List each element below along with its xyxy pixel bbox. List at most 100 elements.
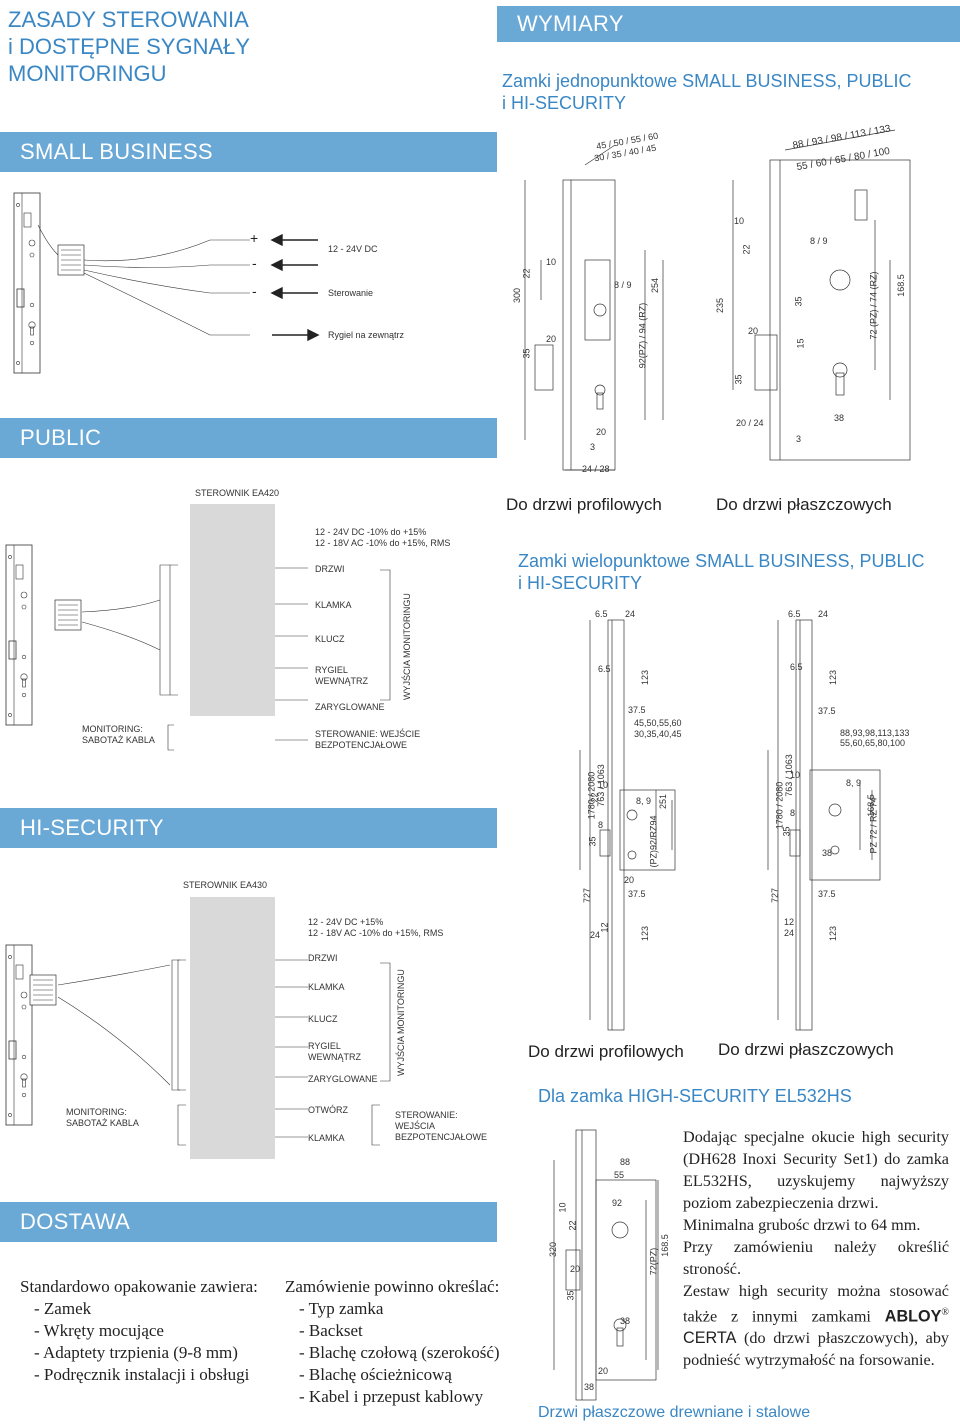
- hisec-controller-box: [190, 897, 275, 1159]
- public-monitoring-outputs: WYJŚCIA MONITORINGU: [402, 593, 412, 700]
- public-band: PUBLIC: [0, 418, 497, 458]
- sp-right-22: 22: [741, 244, 752, 255]
- dostawa-right-title: Zamówienie powinno określać:: [285, 1277, 500, 1296]
- sp-left-10: 10: [546, 257, 557, 267]
- mp-left-89: 8, 9: [636, 796, 652, 806]
- mp-right-35: 35: [781, 826, 792, 837]
- mp-left-65: 6.5: [595, 609, 608, 619]
- connector-icon: [29, 974, 57, 1006]
- certa-brand: CERTA: [683, 1329, 737, 1348]
- sp-right-89: 8 / 9: [810, 236, 828, 246]
- main-title: ZASADY STEROWANIA i DOSTĘPNE SYGNAŁY MON…: [8, 7, 251, 86]
- dostawa-left-item: - Adaptety trzpienia (9-8 mm): [34, 1343, 238, 1362]
- mp-left-375b: 37.5: [628, 889, 646, 899]
- dostawa-right-item: - Kabel i przepust kablowy: [299, 1387, 484, 1406]
- mp-right-38: 38: [822, 848, 833, 858]
- small-business-diagram: [13, 192, 320, 374]
- sp-right-2024: 20 / 24: [736, 418, 764, 428]
- sp-left-35: 35: [521, 348, 532, 359]
- mp-right-w2: 55,60,65,80,100: [840, 738, 906, 748]
- el-72: 72(PZ): [648, 1247, 659, 1276]
- mp-left-24: 24: [625, 609, 636, 619]
- el-38: 38: [620, 1316, 631, 1326]
- connector-icon: [57, 244, 85, 276]
- mp-right-123b: 123: [828, 925, 839, 942]
- sp-right-20: 20: [748, 326, 759, 336]
- mp-right-89: 8, 9: [846, 778, 862, 788]
- sp-left-300: 300: [512, 287, 523, 304]
- el532-drawing: [553, 1129, 659, 1401]
- sb-label-bolt: Rygiel na zewnątrz: [328, 330, 405, 340]
- el532-caption: Drzwi płaszczowe drewniane i stalowe: [538, 1404, 811, 1421]
- multi-point-drawings: [579, 619, 881, 1031]
- mp-left-24b: 24: [590, 930, 601, 940]
- el532-paragraph: Dodając specjalne okucie high security (…: [683, 1126, 949, 1371]
- hisec-item-handle: KLAMKA: [308, 982, 345, 992]
- el532-p4: Zestaw high security można stosować takż…: [683, 1282, 950, 1370]
- dostawa-right-item: - Typ zamka: [299, 1299, 384, 1318]
- sp-right-35a: 35: [793, 296, 804, 307]
- el-320: 320: [548, 1241, 559, 1258]
- public-supply: 12 - 24V DC -10% do +15% 12 - 18V AC -10…: [315, 527, 451, 548]
- el532-p3: Przy zamówieniu należy określić stroność…: [683, 1238, 949, 1278]
- el-1685: 168.5: [659, 1234, 670, 1257]
- mp-label-flush: Do drzwi płaszczowych: [718, 1040, 894, 1059]
- wymiary-band: WYMIARY: [497, 6, 960, 42]
- sp-left-92: 92(PZ) / 94 (RZ): [637, 302, 648, 369]
- sp-left-254: 254: [650, 277, 661, 294]
- sp-right-3: 3: [796, 434, 802, 444]
- hisec-item-key: KLUCZ: [308, 1014, 338, 1024]
- dostawa-left-item: - Zamek: [34, 1299, 92, 1318]
- dostawa-left-title: Standardowo opakowanie zawiera:: [20, 1277, 258, 1296]
- mp-right-w1: 88,93,98,113,133: [840, 728, 910, 738]
- sp-left-2428: 24 / 28: [582, 464, 610, 474]
- hisec-monitoring-tamper: MONITORING: SABOTAŻ KABLA: [66, 1107, 139, 1128]
- hisec-monitoring-outputs: WYJŚCIA MONITORINGU: [396, 969, 406, 1076]
- el-92: 92: [612, 1198, 623, 1208]
- hisec-control-inputs: STEROWANIE: WEJŚCIA BEZPOTENCJAŁOWE: [395, 1110, 488, 1142]
- mp-left-251: 251: [658, 793, 669, 810]
- dostawa-band: DOSTAWA: [0, 1202, 497, 1242]
- dostawa-right-item: - Blachę czołową (szerokość): [299, 1343, 500, 1362]
- sp-right-1685: 168.5: [895, 274, 906, 297]
- sb-label-control: Sterowanie: [328, 288, 374, 298]
- sp-right-235: 235: [715, 297, 726, 314]
- hisec-supply: 12 - 24V DC +15% 12 - 18V AC -10% do +15…: [308, 917, 444, 938]
- lock-icon: [5, 544, 33, 726]
- sp-right-35b: 35: [733, 374, 744, 385]
- public-controller-box: [190, 504, 275, 716]
- mp-right-375: 37.5: [818, 706, 836, 716]
- el-20b: 20: [598, 1366, 609, 1376]
- sp-label-profile: Do drzwi profilowych: [506, 495, 662, 514]
- sp-label-flush: Do drzwi płaszczowych: [716, 495, 892, 514]
- hisec-controller-label: STEROWNIK EA430: [183, 880, 268, 890]
- mp-right-375b: 37.5: [818, 889, 836, 899]
- dostawa-left: Standardowo opakowanie zawiera: - Zamek …: [20, 1276, 258, 1386]
- sp-left-22: 22: [521, 268, 532, 279]
- sp-right-38: 38: [834, 413, 845, 423]
- mp-left-10: 10: [598, 780, 609, 790]
- public-item-locked: ZARYGLOWANE: [315, 702, 385, 712]
- registered-mark: ®: [941, 1307, 950, 1318]
- public-controller-label: STEROWNIK EA420: [195, 488, 280, 498]
- mp-right-8: 8: [790, 808, 796, 818]
- hisec-item-door: DRZWI: [308, 953, 338, 963]
- hisec-item-locked: ZARYGLOWANE: [308, 1074, 378, 1084]
- mp-left-65b: 6.5: [598, 664, 611, 674]
- mp-left-92: (PZ)92/RZ94: [648, 815, 659, 868]
- el-88: 88: [620, 1157, 631, 1167]
- sp-left-20: 20: [546, 334, 557, 344]
- mp-right-1685: 168.5: [865, 794, 876, 817]
- hi-security-band: HI-SECURITY: [0, 808, 497, 848]
- hisec-output-handle: KLAMKA: [308, 1133, 345, 1143]
- small-business-band: SMALL BUSINESS: [0, 132, 497, 172]
- mp-left-123b: 123: [640, 925, 651, 942]
- mp-right-24b: 24: [784, 928, 795, 938]
- dostawa-left-item: - Podręcznik instalacji i obsługi: [34, 1365, 250, 1384]
- sb-label-power: 12 - 24V DC: [328, 244, 378, 254]
- hisec-output-open: OTWÓRZ: [308, 1105, 348, 1115]
- mp-label-profile: Do drzwi profilowych: [528, 1042, 684, 1061]
- sp-right-72: 72 (PZ) / 74 (RZ): [868, 271, 879, 340]
- mp-right-65: 6.5: [788, 609, 801, 619]
- el-55: 55: [614, 1170, 625, 1180]
